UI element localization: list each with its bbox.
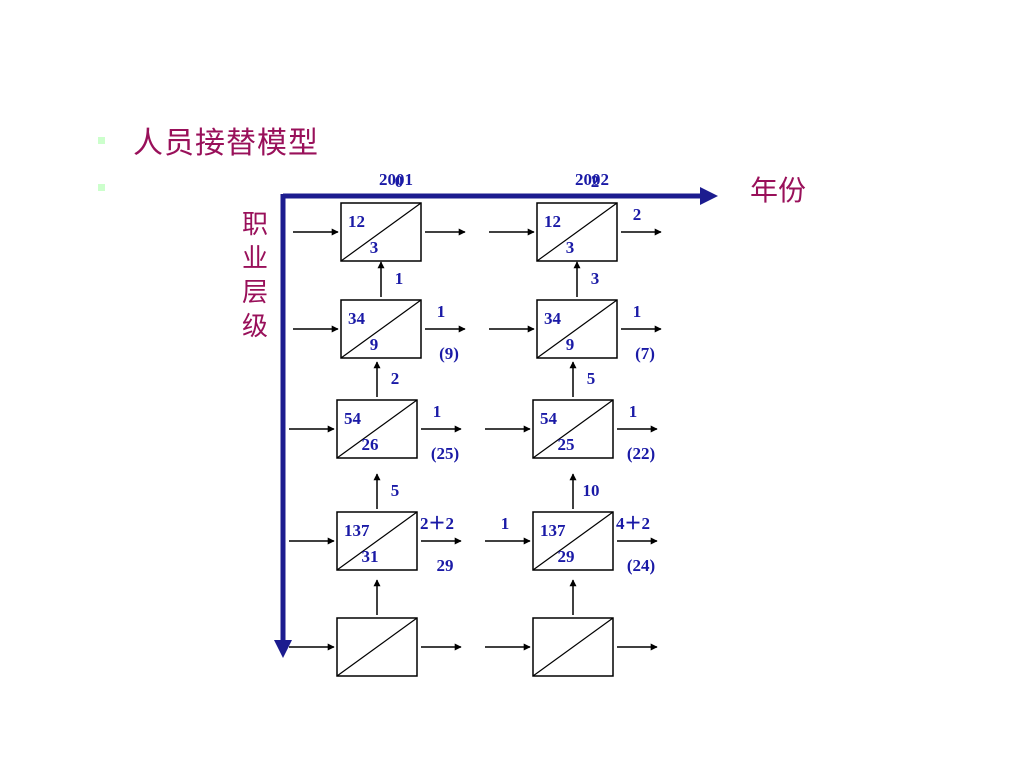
box-top-value-L1-2002: 12 — [544, 212, 561, 231]
promotion-value-L2-2001: 1 — [395, 269, 404, 288]
exit-value-L4-2002: 4＋2 — [616, 514, 650, 533]
remaining-value-L2-2001: (9) — [439, 344, 459, 363]
year-label-2001: 2001 — [379, 170, 413, 189]
remaining-value-L4-2001: 29 — [437, 556, 454, 575]
exit-value-L4-2001: 2＋2 — [420, 514, 454, 533]
box-bottom-value-L4-2001: 31 — [362, 547, 379, 566]
box-bottom-value-L1-2002: 3 — [566, 238, 575, 257]
promotion-value-L4-2002: 10 — [583, 481, 600, 500]
box-diagonal-L4-2001 — [336, 511, 418, 571]
box-bottom-value-L3-2001: 26 — [362, 435, 379, 454]
box-top-value-L2-2002: 34 — [544, 309, 562, 328]
remaining-value-L2-2002: (7) — [635, 344, 655, 363]
box-diagonal-L1-2002 — [536, 202, 618, 262]
box-bottom-value-L2-2002: 9 — [566, 335, 575, 354]
box-top-value-L4-2002: 137 — [540, 521, 566, 540]
box-bottom-value-L4-2002: 29 — [558, 547, 575, 566]
promotion-value-L1-2002: 2 — [591, 172, 600, 191]
remaining-value-L3-2002: (22) — [627, 444, 655, 463]
exit-value-L1-2002: 2 — [633, 205, 642, 224]
box-diagonal-L2-2001 — [340, 299, 422, 359]
box-diagonal-L5-2001 — [336, 617, 418, 677]
box-bottom-value-L1-2001: 3 — [370, 238, 379, 257]
level-axis-arrowhead — [274, 640, 292, 658]
box-diagonal-L5-2002 — [532, 617, 614, 677]
exit-value-L2-2002: 1 — [633, 302, 642, 321]
promotion-value-L4-2001: 5 — [391, 481, 400, 500]
exit-value-L3-2002: 1 — [629, 402, 638, 421]
remaining-value-L3-2001: (25) — [431, 444, 459, 463]
promotion-value-L2-2002: 3 — [591, 269, 600, 288]
promotion-value-L1-2001: 0 — [395, 172, 404, 191]
remaining-value-L4-2002: (24) — [627, 556, 655, 575]
box-top-value-L3-2001: 54 — [344, 409, 362, 428]
promotion-value-L3-2001: 2 — [391, 369, 400, 388]
box-top-value-L3-2002: 54 — [540, 409, 558, 428]
box-diagonal-L4-2002 — [532, 511, 614, 571]
box-diagonal-L1-2001 — [340, 202, 422, 262]
inflow-value-L4-2002: 1 — [501, 514, 510, 533]
bullet-marker-2 — [98, 184, 105, 191]
x-axis-label: 年份 — [750, 174, 807, 207]
exit-value-L3-2001: 1 — [433, 402, 442, 421]
bullet-marker-1 — [98, 137, 105, 144]
promotion-value-L3-2002: 5 — [587, 369, 596, 388]
box-bottom-value-L3-2002: 25 — [558, 435, 575, 454]
box-top-value-L1-2001: 12 — [348, 212, 365, 231]
box-top-value-L2-2001: 34 — [348, 309, 366, 328]
box-diagonal-L3-2001 — [336, 399, 418, 459]
box-diagonal-L3-2002 — [532, 399, 614, 459]
y-axis-label: 职业层级 — [241, 210, 268, 342]
box-bottom-value-L2-2001: 9 — [370, 335, 379, 354]
slide-title: 人员接替模型 — [133, 126, 319, 161]
box-diagonal-L2-2002 — [536, 299, 618, 359]
year-label-2002: 2002 — [575, 170, 609, 189]
year-axis-arrowhead — [700, 187, 718, 205]
exit-value-L2-2001: 1 — [437, 302, 446, 321]
box-top-value-L4-2001: 137 — [344, 521, 370, 540]
